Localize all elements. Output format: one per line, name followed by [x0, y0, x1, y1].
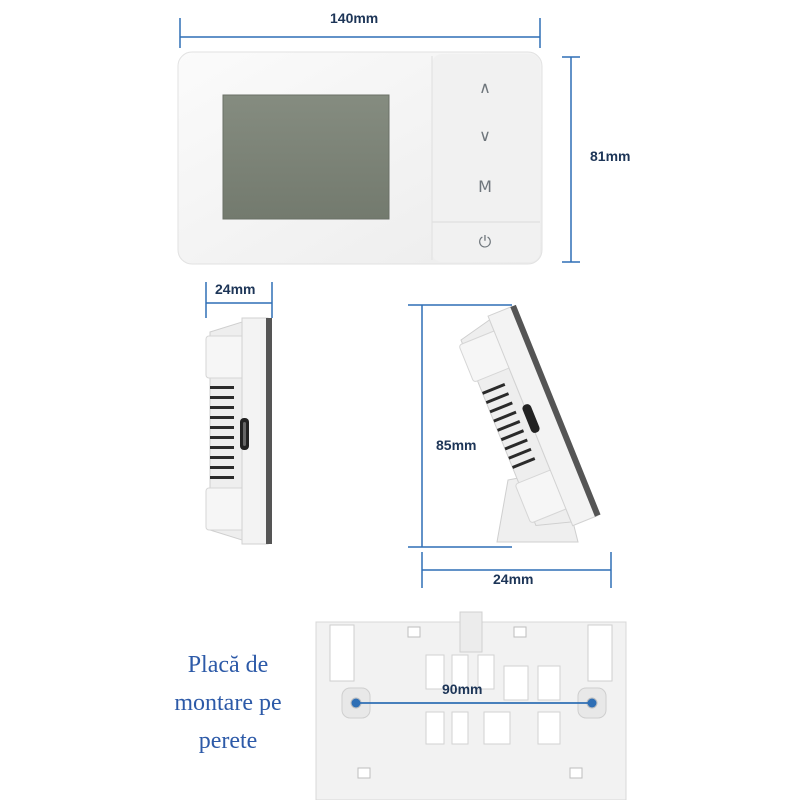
side-depth-label: 24mm — [215, 281, 256, 297]
front-view — [177, 18, 580, 265]
front-height-dimension — [562, 56, 580, 263]
caption-line-1: Placă de — [187, 652, 269, 678]
stand-height-dimension — [408, 304, 512, 548]
lcd-screen — [222, 94, 390, 220]
mode-button-label: M — [478, 177, 492, 196]
side-view — [205, 282, 273, 545]
front-width-label: 140mm — [330, 10, 379, 26]
stand-depth-dimension — [421, 552, 612, 588]
side-vents — [210, 386, 234, 479]
power-icon: ⏻ — [478, 232, 492, 251]
stand-depth-label: 24mm — [493, 571, 534, 587]
caption-line-2: montare pe — [174, 690, 282, 716]
caption-line-3: perete — [198, 728, 258, 754]
down-arrow-icon: ∨ — [479, 126, 491, 145]
stand-height-label: 85mm — [436, 437, 477, 453]
side-depth-dimension — [205, 282, 273, 318]
stand-view — [408, 304, 612, 588]
button-panel — [432, 54, 540, 262]
plate-hole-label: 90mm — [442, 681, 483, 697]
front-height-label: 81mm — [590, 148, 631, 164]
up-arrow-icon: ∧ — [479, 78, 491, 97]
mounting-plate-caption: Placă de montare pe perete — [140, 646, 316, 760]
mounting-plate — [315, 611, 627, 800]
front-width-dimension — [179, 18, 541, 48]
